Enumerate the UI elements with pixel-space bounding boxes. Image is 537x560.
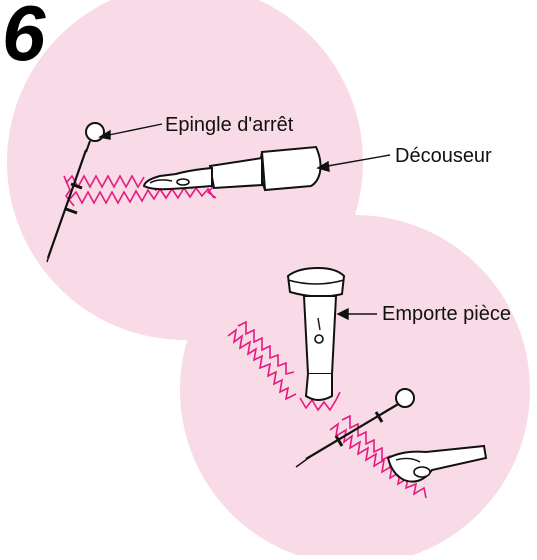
step-number: 6 — [2, 0, 45, 72]
lower-detail-circle — [180, 215, 530, 555]
punch-label: Emporte pièce — [382, 303, 511, 326]
pin-label: Epingle d'arrêt — [165, 114, 293, 137]
seam-ripper-label: Découseur — [395, 145, 492, 168]
